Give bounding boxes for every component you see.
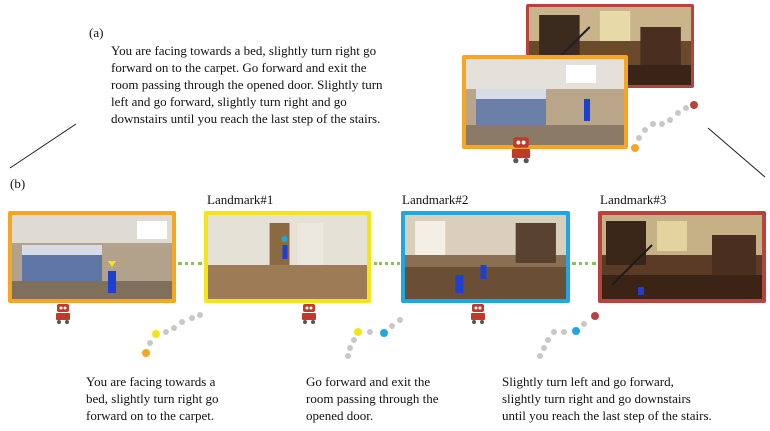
trajectory-a: [631, 101, 698, 152]
landmark-label-1: Landmark#1: [207, 192, 274, 207]
caption-line: slightly turn right and go downstairs: [502, 391, 691, 406]
caption-line: bed, slightly turn right go: [86, 391, 219, 406]
trajectory-3: [537, 312, 599, 359]
trajectory-1: [142, 312, 203, 357]
panorama-start: [8, 211, 176, 303]
panorama-landmark-2: [401, 211, 570, 303]
robot-icon: [302, 304, 316, 324]
panorama-landmark-1: [204, 211, 371, 303]
full-instruction: You are facing towards a bed, slightly t…: [111, 42, 441, 127]
caption-line: You are facing towards a: [86, 374, 216, 389]
robot-icon: [511, 137, 531, 164]
instruction-line: left and go forward, slightly turn right…: [111, 94, 347, 109]
sub-instruction-3: Slightly turn left and go forward, sligh…: [502, 373, 766, 424]
sub-instruction-1: You are facing towards a bed, slightly t…: [86, 373, 276, 424]
connector-1: [178, 262, 202, 269]
caption-line: forward on to the carpet.: [86, 408, 215, 423]
robot-icon: [471, 304, 485, 324]
panorama-start-front: [462, 55, 628, 149]
landmark-label-2: Landmark#2: [402, 192, 469, 207]
guide-line-left: [9, 123, 77, 169]
instruction-line: forward on to the carpet. Go forward and…: [111, 60, 367, 75]
connector-3: [572, 262, 596, 269]
instruction-line: You are facing towards a bed, slightly t…: [111, 43, 377, 58]
caption-line: room passing through the: [306, 391, 439, 406]
instruction-line: downstairs until you reach the last step…: [111, 111, 381, 126]
caption-line: Slightly turn left and go forward,: [502, 374, 674, 389]
part-b-label: (b): [10, 176, 26, 191]
trajectory-2: [345, 317, 403, 359]
landmark-label-3: Landmark#3: [600, 192, 667, 207]
sub-instruction-2: Go forward and exit the room passing thr…: [306, 373, 496, 424]
instruction-line: room passing through the opened door. Sl…: [111, 77, 383, 92]
guide-line-right: [707, 127, 766, 178]
caption-line: opened door.: [306, 408, 374, 423]
caption-line: Go forward and exit the: [306, 374, 431, 389]
connector-2: [374, 262, 400, 269]
panorama-landmark-3: [598, 211, 766, 303]
part-a-label: (a): [89, 25, 104, 40]
robot-icon: [56, 304, 70, 324]
caption-line: until you reach the last step of the sta…: [502, 408, 712, 423]
